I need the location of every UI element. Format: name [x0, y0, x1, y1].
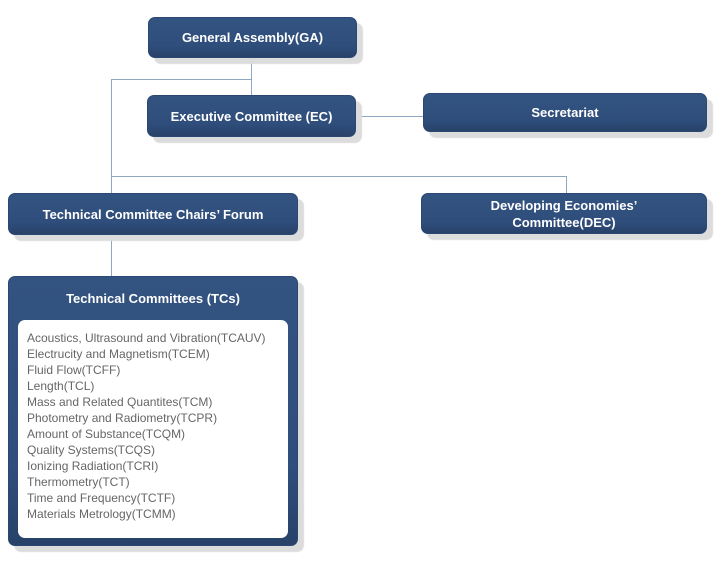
connector-forum-dec-horizontal: [111, 176, 566, 177]
tc-list-item: Ionizing Radiation(TCRI): [27, 459, 159, 473]
tc-list-item: Electrucity and Magnetism(TCEM): [27, 347, 210, 361]
tc-list-item: Length(TCL): [27, 379, 95, 393]
secretariat-node: Secretariat: [423, 93, 707, 132]
tc-chairs-forum-label: Technical Committee Chairs’ Forum: [42, 206, 264, 222]
tc-list-item: Fluid Flow(TCFF): [27, 363, 121, 377]
tc-list-item: Acoustics, Ultrasound and Vibration(TCAU…: [27, 331, 266, 345]
connector-left-vertical: [111, 79, 112, 193]
secretariat-label: Secretariat: [531, 105, 599, 120]
connector-dec-stub: [566, 176, 567, 193]
tc-list-item: Quality Systems(TCQS): [27, 443, 156, 457]
tc-list-item: Time and Frequency(TCTF): [27, 491, 176, 505]
tc-list-item: Amount of Substance(TCQM): [27, 427, 186, 441]
connector-forum-to-tcs: [111, 235, 112, 276]
connector-ga-branch-left: [111, 79, 251, 80]
tc-list-item: Mass and Related Quantites(TCM): [27, 395, 213, 409]
developing-economies-committee-node: Developing Economies’ Committee(DEC): [421, 193, 707, 234]
general-assembly-label: General Assembly(GA): [181, 30, 324, 45]
tc-list-item: Photometry and Radiometry(TCPR): [27, 411, 218, 425]
tc-list-item: Thermometry(TCT): [27, 475, 130, 489]
executive-committee-label: Executive Committee (EC): [170, 108, 333, 124]
tc-list-item: Materials Metrology(TCMM): [27, 507, 176, 521]
general-assembly-node: General Assembly(GA): [148, 17, 357, 58]
executive-committee-node: Executive Committee (EC): [147, 95, 356, 137]
connector-ec-to-secretariat: [356, 116, 423, 117]
dec-label-line1: Developing Economies’: [490, 197, 638, 213]
dec-label-line2: Committee(DEC): [512, 214, 616, 230]
technical-committees-node: Technical Committees (TCs) Acoustics, Ul…: [8, 276, 298, 546]
technical-committees-list-panel: Acoustics, Ultrasound and Vibration(TCAU…: [18, 320, 288, 538]
technical-committees-title: Technical Committees (TCs): [66, 291, 240, 306]
tc-chairs-forum-node: Technical Committee Chairs’ Forum: [8, 193, 298, 235]
connector-ga-to-ec: [251, 58, 252, 95]
